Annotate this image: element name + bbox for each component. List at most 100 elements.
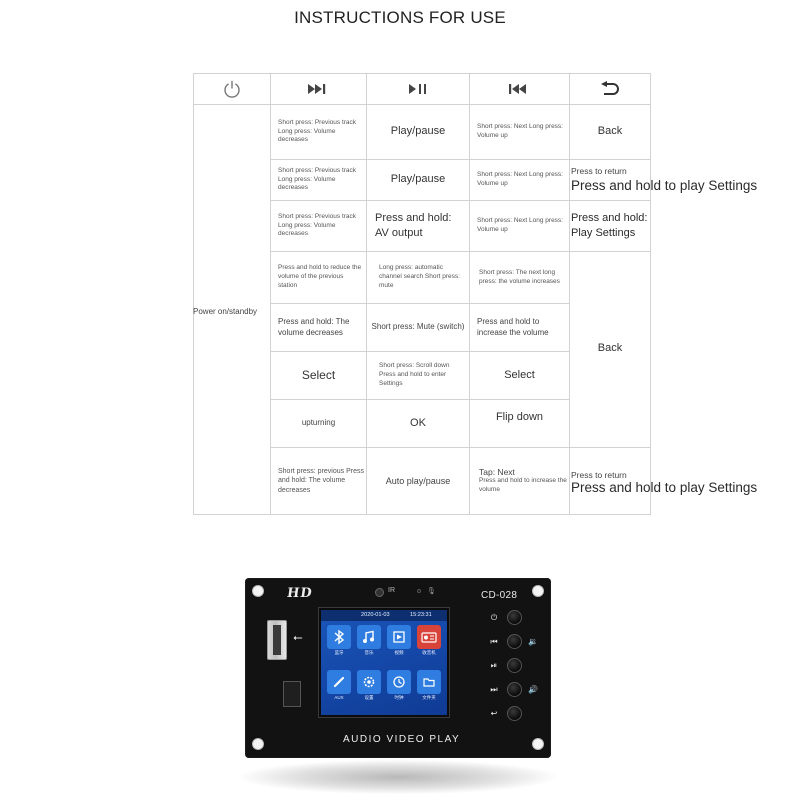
- time-text: 15:23:31: [410, 612, 432, 618]
- table-cell: Short press: Next Long press: Volume up: [477, 123, 563, 139]
- table-cell: Auto play/pause: [385, 475, 451, 486]
- table-cell: Back: [597, 125, 623, 138]
- grid-line: [270, 303, 569, 304]
- mount-hole: [532, 585, 544, 597]
- app-video[interactable]: [387, 625, 411, 649]
- usb-port[interactable]: [267, 620, 287, 660]
- grid-line: [270, 399, 569, 400]
- volume-up-icon: 🔊: [528, 685, 538, 694]
- next-button[interactable]: [507, 682, 522, 697]
- table-cell: Flip down: [495, 410, 544, 423]
- grid-line: [193, 514, 651, 515]
- app-bluetooth[interactable]: [327, 625, 351, 649]
- table-cell: upturning: [301, 418, 336, 428]
- usb-icon: ⭠: [293, 630, 303, 644]
- previous-button[interactable]: [507, 634, 522, 649]
- ir-label: IR: [388, 587, 395, 594]
- table-cell: Long press: automatic channel search Sho…: [379, 264, 460, 289]
- app-clock[interactable]: [387, 670, 411, 694]
- panel-caption: AUDIO VIDEO PLAY: [343, 734, 461, 745]
- app-label: 时钟: [394, 695, 404, 700]
- hd-logo: HD: [285, 586, 314, 601]
- return-icon: ↩: [490, 709, 498, 718]
- file-icon: [423, 678, 435, 687]
- return-note: Press and hold: Play Settings: [571, 211, 647, 242]
- table-cell: Press and hold to reduce the volume of t…: [278, 264, 362, 289]
- player-board: HD IR 🎙 CD-028 ⭠ 2020-01-03 15:23:31 蓝牙 …: [245, 578, 551, 758]
- table-cell: Short press: Previous track Long press: …: [278, 212, 357, 238]
- microphone: [417, 589, 421, 593]
- app-label: 设置: [364, 695, 374, 700]
- cell-line: Press and hold:: [571, 212, 648, 224]
- model-label: CD-028: [481, 590, 518, 601]
- table-cell: Short press: Previous track Long press: …: [278, 166, 357, 192]
- return-button[interactable]: [507, 706, 522, 721]
- grid-line: [270, 159, 651, 160]
- app-label: 收音机: [422, 650, 436, 655]
- cell-line: Tap: Next: [479, 467, 515, 478]
- app-settings[interactable]: [357, 670, 381, 694]
- clock-icon: [393, 676, 405, 688]
- status-bar: 2020-01-03 15:23:31: [321, 610, 447, 621]
- table-cell: Play/pause: [390, 173, 446, 186]
- instructions-table: Power on/standby Short press: Previous t…: [193, 73, 651, 515]
- ir-receiver: [375, 588, 384, 597]
- grid-line: [366, 73, 367, 515]
- play-pause-button[interactable]: [507, 658, 522, 673]
- sd-card-slot[interactable]: [283, 681, 301, 707]
- mount-hole: [532, 738, 544, 750]
- table-cell: OK: [410, 416, 426, 429]
- table-cell: Short press: Next Long press: Volume up: [477, 171, 563, 187]
- page-title: INSTRUCTIONS FOR USE: [294, 8, 506, 27]
- lcd-screen: 2020-01-03 15:23:31 蓝牙 音乐 视频 收音机 AUX 设置: [321, 610, 447, 715]
- cell-line: AV output: [375, 227, 423, 239]
- grid-line: [193, 73, 651, 74]
- grid-line: [270, 447, 651, 448]
- device-shadow: [240, 760, 556, 794]
- radio-icon: [421, 632, 437, 643]
- grid-line: [270, 351, 569, 352]
- grid-line: [569, 73, 570, 515]
- cell-line: Press and hold:: [375, 211, 452, 224]
- table-cell: Tap: Next Press and hold to increase the…: [473, 449, 567, 513]
- power-button[interactable]: [507, 610, 522, 625]
- return-note-small: Press to return: [571, 166, 627, 176]
- table-cell: Short press: Mute (switch): [371, 322, 465, 332]
- power-standby-label: Power on/standby: [193, 306, 258, 316]
- return-note: Press and hold to play Settings: [571, 480, 758, 495]
- grid-line: [193, 73, 194, 515]
- grid-line: [469, 73, 470, 515]
- table-cell: Short press: previous Press and hold: Th…: [278, 467, 364, 494]
- return-icon: [569, 73, 650, 104]
- app-aux[interactable]: [327, 670, 351, 694]
- mount-hole: [252, 585, 264, 597]
- microphone-icon: 🎙: [427, 588, 436, 595]
- app-music[interactable]: [357, 625, 381, 649]
- previous-track-icon: ⏮: [490, 637, 498, 646]
- return-note-small: Press to return: [571, 470, 627, 480]
- app-radio[interactable]: [417, 625, 441, 649]
- volume-down-icon: 🔉: [528, 637, 538, 646]
- usb-slot: [273, 625, 281, 655]
- mount-hole: [252, 738, 264, 750]
- app-label: 文件夹: [422, 695, 436, 700]
- table-cell: Select: [504, 368, 535, 381]
- app-label: AUX: [334, 695, 344, 700]
- app-label: 视频: [394, 650, 404, 655]
- grid-line: [650, 73, 651, 515]
- next-track-icon: [270, 73, 366, 104]
- table-cell: Back: [597, 342, 623, 355]
- table-cell: Select: [301, 368, 336, 383]
- table-cell: Play/pause: [390, 125, 446, 138]
- app-files[interactable]: [417, 670, 441, 694]
- grid-line: [270, 200, 651, 201]
- return-note: Press and hold to play Settings: [571, 178, 758, 193]
- next-track-icon: ⏭: [490, 685, 498, 694]
- play-pause-icon: [366, 73, 469, 104]
- grid-line: [270, 73, 271, 515]
- table-cell: Short press: Scroll down Press and hold …: [379, 362, 450, 387]
- cell-line: Press and hold to increase the volume: [479, 477, 567, 493]
- power-icon: [193, 73, 270, 104]
- date-text: 2020-01-03: [361, 612, 390, 618]
- cell-line: Play Settings: [571, 227, 636, 240]
